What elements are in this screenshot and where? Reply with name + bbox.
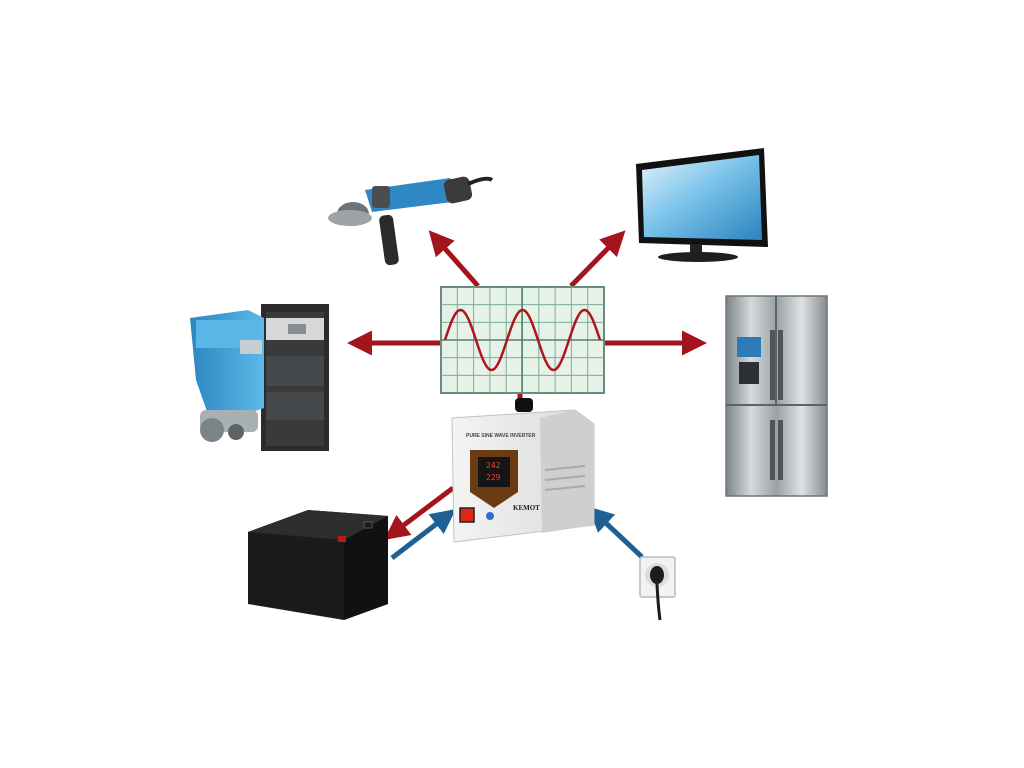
angle-grinder-image [328, 176, 494, 266]
arrow-to-grinder [428, 230, 480, 288]
boiler-image [190, 304, 329, 451]
arrow-to-battery [384, 486, 455, 541]
arrow-from-battery [390, 508, 456, 560]
inverter-brand: KEMOT [513, 504, 540, 512]
inverter-top-label: PURE SINE WAVE INVERTER [466, 433, 536, 439]
inverter-power-switch[interactable] [459, 507, 475, 523]
wall-socket-image [639, 556, 676, 621]
oscilloscope-screen [440, 286, 605, 394]
inverter-display-bottom: 229 [486, 473, 501, 482]
inverter-blue-button[interactable] [486, 512, 494, 520]
inverter-image: PURE SINE WAVE INVERTER 242 229 KEMOT [451, 398, 595, 543]
refrigerator-image [725, 295, 828, 497]
sine-waveform [443, 308, 602, 372]
arrow-to-television [569, 230, 626, 288]
battery-image [248, 510, 388, 620]
arrow-from-socket [588, 506, 644, 559]
inverter-display-top: 242 [486, 461, 501, 470]
television-image [636, 148, 768, 262]
inverter-display [478, 457, 510, 487]
